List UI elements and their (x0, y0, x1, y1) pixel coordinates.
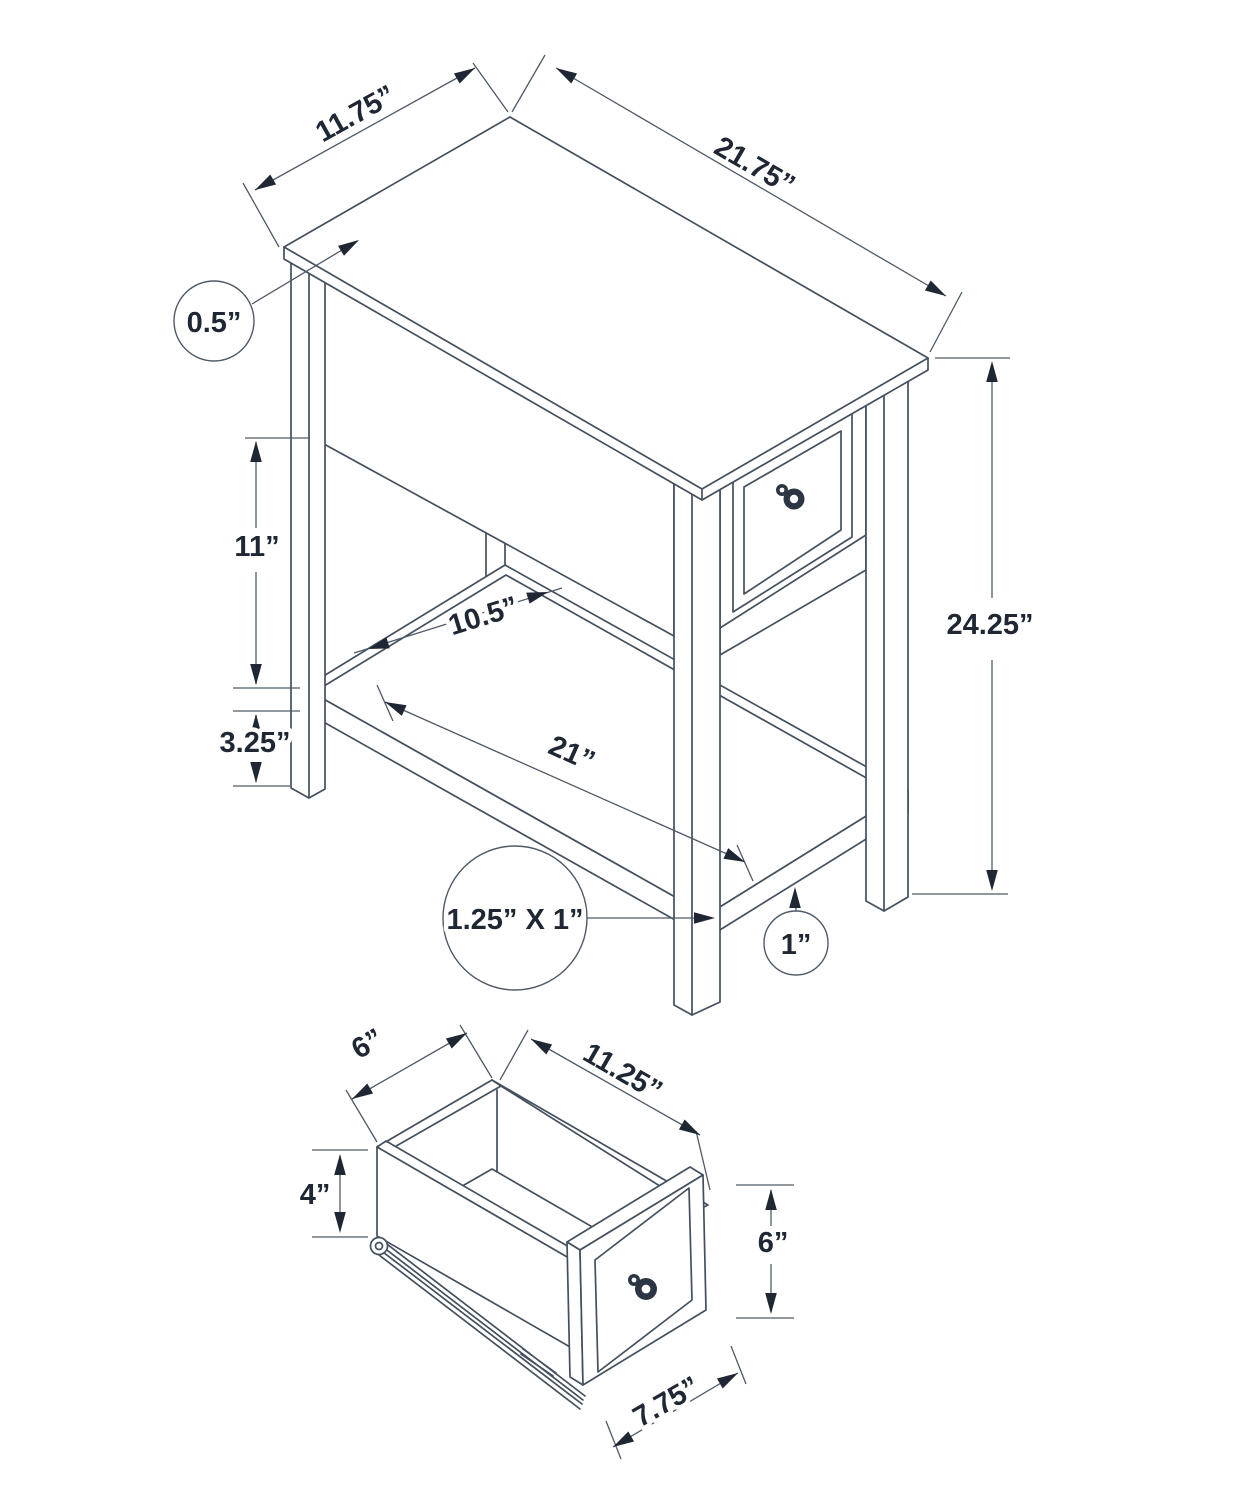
drawer-side-wall (376, 1146, 594, 1360)
arrowhead-icon (255, 174, 277, 190)
drawer-detail-view: 6” 11.25” 4” 6” 7.75” (295, 1018, 794, 1460)
arrowhead-icon (368, 637, 390, 649)
drawer-slide-rail (369, 1236, 586, 1410)
dim-label: 21.75” (709, 131, 800, 202)
callout-circle (173, 280, 255, 362)
arrowhead-icon (338, 240, 359, 256)
dim-bottom-clearance: 3.25” (215, 710, 300, 787)
drawer-face-bottom-rail (719, 534, 867, 629)
panel-inner-frame (594, 1187, 693, 1373)
dim-label: 6” (758, 1227, 789, 1259)
dim-label: 6” (346, 1023, 389, 1066)
drawer-front-panel (566, 1166, 707, 1386)
arrowhead-icon (789, 887, 801, 908)
dim-label: 11.25” (577, 1037, 667, 1107)
dim-label: 11” (234, 531, 279, 563)
arrowhead-icon (531, 1039, 553, 1055)
drawer-knob (628, 1274, 657, 1300)
right-rear-leg (865, 357, 909, 912)
dim-label: 0.5” (187, 307, 242, 339)
arrowhead-icon (250, 762, 262, 783)
arrowhead-icon (986, 361, 998, 382)
arrowhead-icon (765, 1293, 777, 1314)
slide-rail-end-stop-hole (374, 1241, 384, 1251)
side-table-view: 11.75” 21.75” 0.5” 24.25” 11 (173, 54, 1038, 1016)
dim-label: 1” (781, 929, 812, 961)
arrowhead-icon (385, 702, 407, 716)
arrowhead-icon (250, 664, 262, 685)
arrowhead-icon (445, 1033, 467, 1049)
slide-rail-channels (378, 1237, 586, 1410)
arrowhead-icon (334, 1212, 346, 1233)
dim-inner-length: 11.25” (499, 1029, 711, 1191)
table-top-edges (283, 246, 929, 501)
front-leg (673, 474, 721, 1016)
drawer-knob (776, 484, 805, 510)
arrowhead-icon (694, 912, 715, 924)
arrowhead-icon (250, 714, 262, 735)
arrowhead-icon (334, 1154, 346, 1175)
table-back-leg (485, 532, 506, 578)
dim-label: 7.75” (628, 1371, 705, 1434)
back-wall-rim (376, 1079, 502, 1150)
dim-side-height: 4” (295, 1149, 368, 1238)
shelf-inner-edges (310, 574, 903, 799)
arrowhead-icon (986, 870, 998, 891)
slide-rail-end-stop (369, 1236, 389, 1256)
dim-label: 3.25” (220, 727, 291, 759)
left-front-leg (290, 257, 326, 799)
dim-front-height: 6” (736, 1184, 794, 1319)
dim-label: 4” (300, 1179, 331, 1211)
arrowhead-icon (526, 592, 548, 604)
arrowhead-icon (556, 68, 578, 84)
callout-leg-section: 1.25” X 1” (442, 845, 715, 991)
drawer-front-inner-frame (743, 430, 842, 595)
arrowhead-icon (924, 280, 946, 296)
table-shelf (303, 564, 909, 939)
dim-overall-height: 24.25” (912, 357, 1038, 895)
table-top (283, 116, 929, 501)
dim-label: 24.25” (946, 609, 1033, 641)
arrowhead-icon (613, 1431, 635, 1447)
dim-front-width: 7.75” (605, 1345, 747, 1460)
arrowhead-icon (716, 1373, 738, 1389)
dim-label: 1.25” X 1” (446, 904, 583, 936)
arrowhead-icon (453, 68, 475, 84)
table-legs (290, 257, 909, 1016)
drawer-box-rims (376, 1079, 709, 1273)
arrowhead-icon (678, 1119, 700, 1135)
callout-shelf-thickness: 1” (763, 887, 829, 976)
dim-opening-height: 11” (230, 437, 310, 689)
arrowhead-icon (352, 1083, 374, 1099)
arrowhead-icon (250, 441, 262, 462)
dim-label: 11.75” (310, 79, 400, 148)
callout-top-thickness: 0.5” (173, 240, 359, 362)
arrowhead-icon (765, 1189, 777, 1210)
arrowhead-icon (723, 848, 745, 862)
